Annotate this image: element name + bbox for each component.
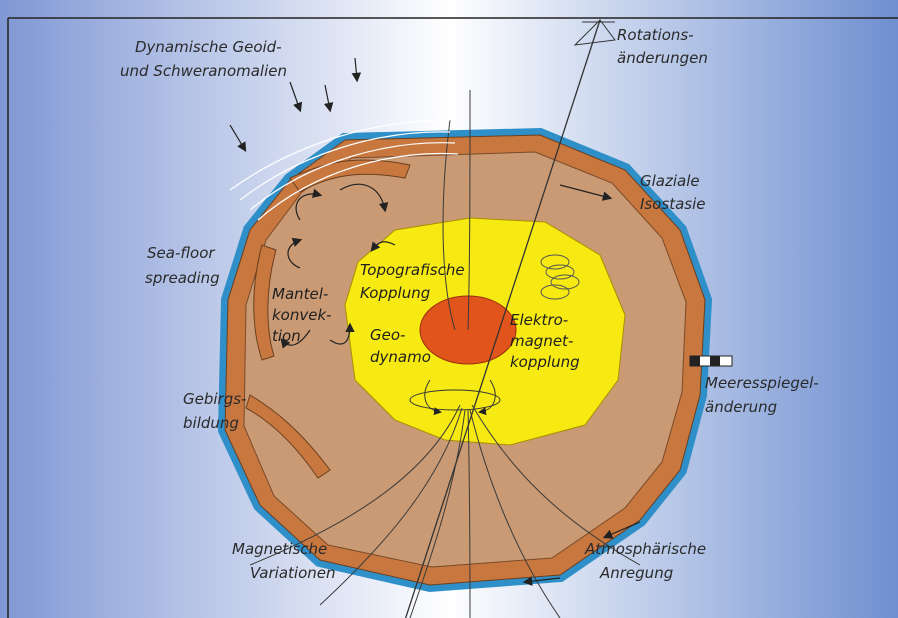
gauge-segment-1 <box>690 356 700 366</box>
label-electromagnetic-coupling: Elektro- magnet- kopplung <box>510 311 580 371</box>
gauge-segment-2 <box>710 356 720 366</box>
